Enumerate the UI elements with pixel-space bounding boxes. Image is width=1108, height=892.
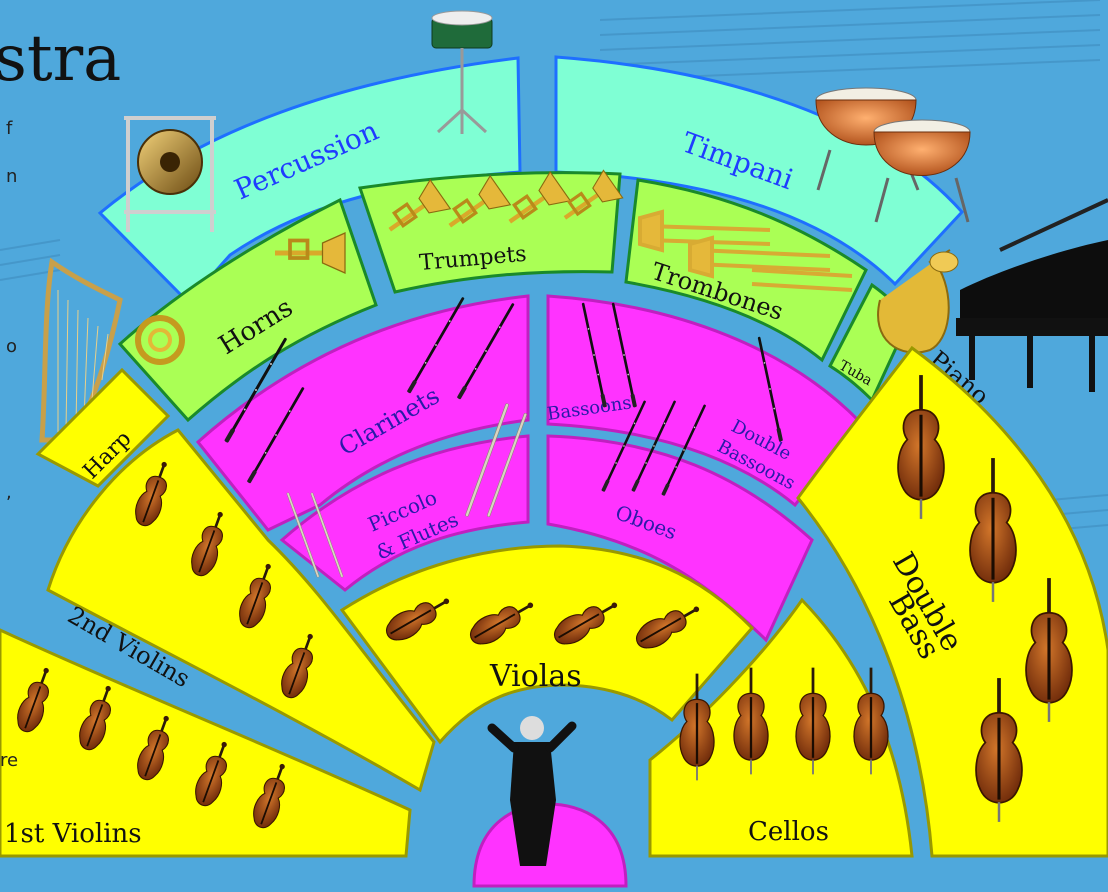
side-text-4: , (6, 482, 12, 503)
side-text-5: re (0, 750, 18, 771)
conductor-icon (487, 716, 577, 866)
gong-icon (124, 116, 216, 232)
trombone-icon (638, 209, 853, 292)
side-text-1: f (6, 118, 13, 139)
section-clarinets: Clarinets (195, 294, 530, 532)
section-percussion: Percussion (97, 56, 522, 305)
side-text-3: o (6, 336, 17, 357)
snare-drum-icon (431, 10, 493, 134)
first-violins-label: 1st Violins (4, 819, 142, 849)
section-timpani: Timpani (554, 55, 965, 287)
section-violas: Violas (339, 544, 755, 745)
violas-label: Violas (489, 659, 582, 694)
section-first-violins: 1st Violins (0, 628, 412, 858)
horn-icon (135, 315, 185, 365)
tuba-icon (877, 249, 959, 354)
timpani-icon (815, 87, 971, 223)
section-bassoons: Bassoons Double Bassoons (546, 294, 862, 508)
cellos-label: Cellos (748, 817, 829, 847)
side-text-2: n (6, 166, 17, 187)
piano-icon (956, 198, 1108, 392)
section-harp: Harp (35, 367, 171, 488)
title-fragment: stra (0, 22, 121, 96)
section-double-bass: Double Bass (796, 345, 1108, 858)
section-oboes: Oboes (546, 434, 814, 643)
